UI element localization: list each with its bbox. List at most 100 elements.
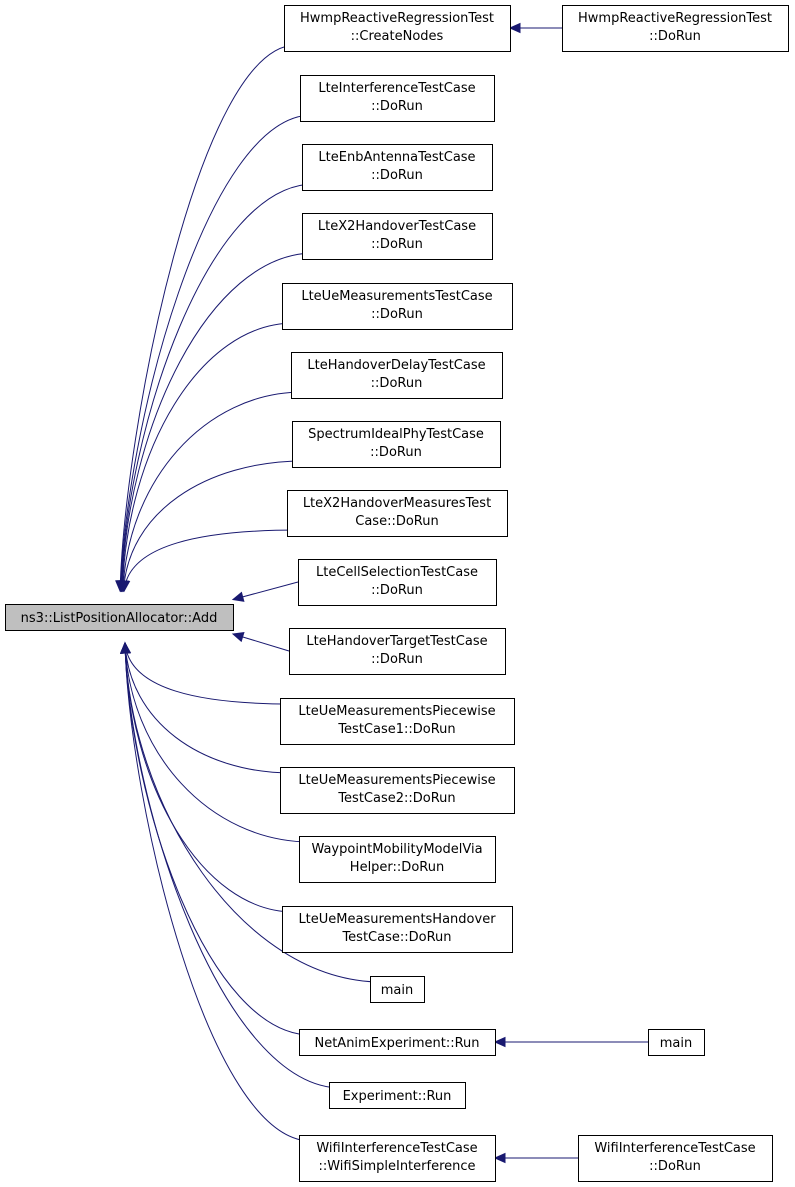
edge-wifi_simple-to-root-line (124, 642, 312, 1142)
node-waypoint-label-1: Helper::DoRun (350, 860, 444, 875)
node-lte_x2_handover-label-0: LteX2HandoverTestCase (318, 219, 476, 234)
node-lte_x2_handover[interactable]: LteX2HandoverTestCase::DoRun (302, 213, 493, 260)
node-main2[interactable]: main (648, 1029, 705, 1056)
node-lte_ue_piecewise1-box (280, 698, 515, 745)
node-lte_ue_meas-box (282, 283, 513, 330)
edge-hwmp_create-to-root (115, 44, 297, 593)
node-lte_enb_antenna-box (302, 144, 493, 191)
node-lte_ue_handover-label-0: LteUeMeasurementsHandover (298, 912, 496, 927)
edge-hwmp_dorun-to-hwmp_create (508, 22, 562, 34)
edge-lte_ue_piecewise2-to-root (120, 641, 293, 774)
node-netanim_run-label-0: NetAnimExperiment::Run (314, 1036, 479, 1051)
node-spectrum_ideal[interactable]: SpectrumIdealPhyTestCase::DoRun (292, 421, 501, 468)
node-main1[interactable]: main (370, 976, 425, 1003)
edge-hwmp_dorun-to-hwmp_create-arrowhead (508, 22, 521, 34)
node-lte_x2_measures-label-0: LteX2HandoverMeasuresTest (303, 496, 491, 511)
node-lte_cell_selection-label-1: ::DoRun (371, 583, 423, 598)
edge-lte_interference-to-root-line (120, 114, 313, 592)
node-wifi_simple-label-1: ::WifiSimpleInterference (318, 1159, 475, 1174)
node-lte_interference[interactable]: LteInterferenceTestCase::DoRun (300, 75, 495, 122)
edge-spectrum_ideal-to-root (118, 460, 305, 593)
node-lte_x2_handover-label-1: ::DoRun (371, 237, 423, 252)
edge-lte_handover_target-to-root-arrowhead (231, 632, 245, 643)
node-lte_ue_piecewise1-label-0: LteUeMeasurementsPiecewise (298, 704, 495, 719)
node-hwmp_dorun[interactable]: HwmpReactiveRegressionTest::DoRun (562, 5, 789, 52)
node-lte_handover_target-label-1: ::DoRun (371, 652, 423, 667)
node-lte_ue_meas[interactable]: LteUeMeasurementsTestCase::DoRun (282, 283, 513, 330)
node-root-box (5, 604, 234, 631)
edge-waypoint-to-root-line (124, 642, 312, 843)
node-wifi_simple[interactable]: WifiInterferenceTestCase::WifiSimpleInte… (299, 1135, 496, 1182)
node-spectrum_ideal-label-0: SpectrumIdealPhyTestCase (308, 427, 484, 442)
node-lte_x2_handover-box (302, 213, 493, 260)
node-lte_x2_measures-label-1: Case::DoRun (355, 514, 438, 529)
edge-lte_ue_meas-to-root (117, 322, 295, 593)
node-lte_interference-box (300, 75, 495, 122)
edge-wifi_simple-to-root (119, 641, 312, 1142)
node-lte_interference-label-1: ::DoRun (371, 99, 423, 114)
node-lte_handover_target-box (289, 628, 506, 675)
node-lte_handover_target[interactable]: LteHandoverTargetTestCase::DoRun (289, 628, 506, 675)
node-hwmp_dorun-box (562, 5, 789, 52)
edge-wifi_simple-to-root-arrowhead (119, 641, 131, 654)
node-root-label-0: ns3::ListPositionAllocator::Add (21, 611, 218, 626)
edge-main1-to-root-line (124, 642, 383, 983)
node-main1-box (370, 976, 425, 1003)
node-lte_cell_selection[interactable]: LteCellSelectionTestCase::DoRun (298, 559, 497, 606)
node-netanim_run-box (299, 1029, 496, 1056)
node-hwmp_create-box (284, 5, 511, 52)
edge-lte_x2_measures-to-root (119, 529, 300, 593)
node-lte_ue_handover-label-1: TestCase::DoRun (341, 930, 451, 945)
edge-lte_x2_handover-to-root-line (121, 252, 315, 592)
node-wifi_dorun-box (578, 1135, 773, 1182)
node-wifi_dorun[interactable]: WifiInterferenceTestCase::DoRun (578, 1135, 773, 1182)
node-waypoint-label-0: WaypointMobilityModelVia (311, 842, 482, 857)
node-lte_ue_handover-box (282, 906, 513, 953)
node-lte_ue_piecewise2-box (280, 767, 515, 814)
node-hwmp_dorun-label-1: ::DoRun (649, 29, 701, 44)
node-lte_ue_piecewise1[interactable]: LteUeMeasurementsPiecewiseTestCase1::DoR… (280, 698, 515, 745)
node-lte_handover_delay[interactable]: LteHandoverDelayTestCase::DoRun (291, 352, 503, 399)
edge-main2-to-netanim_run (493, 1036, 648, 1048)
node-lte_ue_piecewise1-label-1: TestCase1::DoRun (337, 722, 455, 737)
edge-lte_ue_piecewise1-to-root-line (124, 642, 293, 705)
node-main2-label-0: main (660, 1036, 692, 1051)
edge-lte_handover_target-to-root (231, 632, 290, 652)
node-wifi_dorun-label-0: WifiInterferenceTestCase (594, 1141, 755, 1156)
edge-lte_handover_delay-to-root (118, 391, 304, 593)
node-lte_ue_piecewise2[interactable]: LteUeMeasurementsPiecewiseTestCase2::DoR… (280, 767, 515, 814)
node-netanim_run[interactable]: NetAnimExperiment::Run (299, 1029, 496, 1056)
edge-lte_cell_selection-to-root-arrowhead (231, 591, 245, 602)
node-lte_x2_measures-box (287, 490, 508, 537)
edge-lte_ue_piecewise2-to-root-line (124, 642, 293, 774)
edge-lte_handover_delay-to-root-line (122, 391, 304, 592)
node-lte_enb_antenna[interactable]: LteEnbAntennaTestCase::DoRun (302, 144, 493, 191)
nodes-layer: ns3::ListPositionAllocator::Add HwmpReact… (5, 5, 789, 1182)
edge-lte_ue_handover-to-root (120, 641, 295, 913)
edge-lte_interference-to-root (115, 114, 313, 593)
node-wifi_simple-label-0: WifiInterferenceTestCase (316, 1141, 477, 1156)
node-lte_ue_meas-label-0: LteUeMeasurementsTestCase (301, 289, 492, 304)
node-lte_ue_meas-label-1: ::DoRun (371, 307, 423, 322)
node-main2-box (648, 1029, 705, 1056)
edge-hwmp_create-to-root-line (119, 44, 297, 592)
edge-lte_ue_piecewise1-to-root (120, 641, 293, 705)
edge-lte_enb_antenna-to-root-line (120, 183, 315, 592)
node-lte_ue_piecewise2-label-0: LteUeMeasurementsPiecewise (298, 773, 495, 788)
edge-lte_ue_meas-to-root-line (121, 322, 295, 592)
node-lte_handover_delay-label-1: ::DoRun (371, 376, 423, 391)
node-root[interactable]: ns3::ListPositionAllocator::Add (5, 604, 234, 631)
node-experiment_run[interactable]: Experiment::Run (329, 1082, 466, 1109)
node-lte_cell_selection-label-0: LteCellSelectionTestCase (316, 565, 478, 580)
node-hwmp_create-label-0: HwmpReactiveRegressionTest (300, 11, 494, 26)
edge-wifi_dorun-to-wifi_simple (493, 1152, 578, 1164)
node-hwmp_create[interactable]: HwmpReactiveRegressionTest::CreateNodes (284, 5, 511, 52)
edge-spectrum_ideal-to-root-line (123, 460, 305, 592)
node-lte_enb_antenna-label-1: ::DoRun (371, 168, 423, 183)
node-lte_enb_antenna-label-0: LteEnbAntennaTestCase (318, 150, 475, 165)
node-lte_handover_delay-label-0: LteHandoverDelayTestCase (307, 358, 485, 373)
